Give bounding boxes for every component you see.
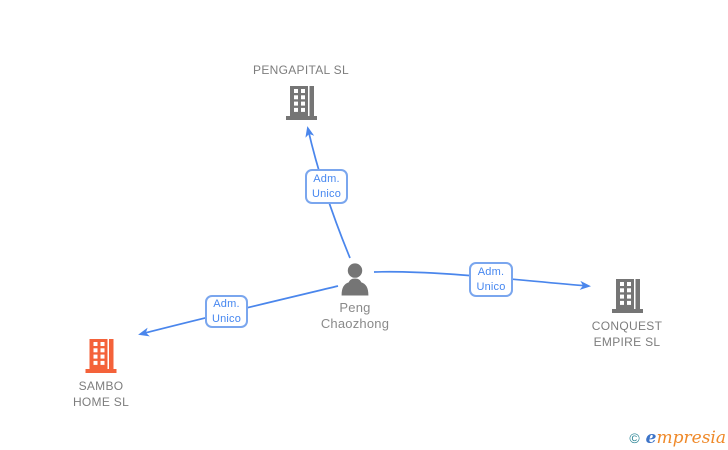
empresia-logo[interactable]: © empresia bbox=[629, 430, 726, 447]
node-person-peng-chaozhong[interactable]: Peng Chaozhong bbox=[280, 263, 430, 332]
edge-label-adm-unico-right: Adm. Unico bbox=[469, 262, 513, 297]
building-icon bbox=[285, 86, 317, 120]
company-name: SAMBO HOME SL bbox=[72, 379, 130, 409]
empresia-wordmark: empresia bbox=[645, 428, 726, 448]
edge-line-to-sambo bbox=[138, 285, 339, 337]
person-icon bbox=[341, 263, 369, 296]
copyright-icon: © bbox=[629, 430, 640, 446]
node-pengapital[interactable]: PENGAPITAL SL bbox=[201, 62, 401, 120]
person-name: Peng Chaozhong bbox=[320, 300, 390, 331]
building-icon bbox=[611, 279, 643, 313]
edge-label-adm-unico-top: Adm. Unico bbox=[305, 169, 348, 204]
building-icon bbox=[85, 339, 117, 373]
company-name: PENGAPITAL SL bbox=[253, 63, 349, 77]
node-sambo-home[interactable]: SAMBO HOME SL bbox=[26, 339, 176, 410]
node-conquest-empire[interactable]: CONQUEST EMPIRE SL bbox=[552, 279, 702, 350]
company-name: CONQUEST EMPIRE SL bbox=[591, 319, 663, 349]
edge-label-adm-unico-left: Adm. Unico bbox=[205, 295, 248, 328]
